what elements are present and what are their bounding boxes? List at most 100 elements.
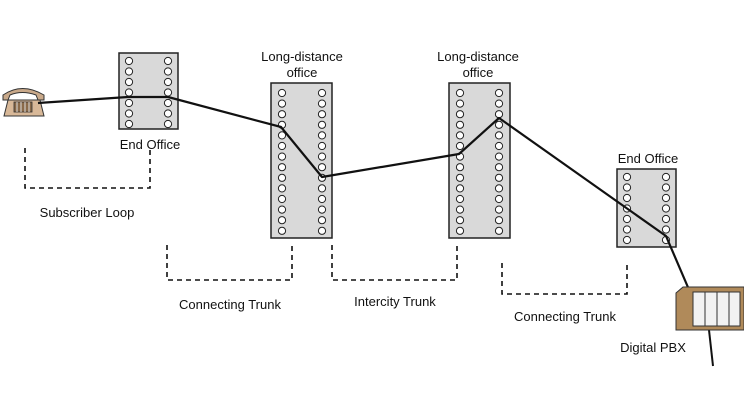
terminal-hole xyxy=(163,109,173,118)
terminal-hole xyxy=(455,120,465,129)
terminal-hole xyxy=(494,120,504,129)
terminal-hole xyxy=(163,88,173,97)
terminal-hole xyxy=(163,67,173,76)
terminal-hole xyxy=(455,163,465,172)
intercity-trunk-label: Intercity Trunk xyxy=(354,294,436,309)
terminal-hole xyxy=(277,184,287,193)
terminal-hole xyxy=(455,216,465,225)
terminal-hole xyxy=(661,214,671,224)
terminal-hole xyxy=(455,88,465,98)
terminal-hole xyxy=(277,99,287,108)
terminal-hole xyxy=(124,119,134,129)
terminal-hole xyxy=(622,214,632,224)
long-distance-2-label-line1: Long-distance xyxy=(437,49,519,64)
terminal-hole xyxy=(277,131,287,140)
terminal-hole xyxy=(455,110,465,119)
terminal-hole xyxy=(494,141,504,151)
terminal-hole xyxy=(661,193,671,203)
digital-pbx-label: Digital PBX xyxy=(620,340,686,355)
connecting-trunk-2-bracket xyxy=(501,263,628,295)
end-office-switch-1 xyxy=(118,52,179,130)
terminal-hole xyxy=(163,56,173,66)
terminal-hole xyxy=(317,194,327,204)
terminal-hole xyxy=(494,152,504,161)
connection-path xyxy=(37,95,692,293)
terminal-hole xyxy=(622,193,632,203)
terminal-hole xyxy=(317,120,327,129)
long-distance-switch-1 xyxy=(270,82,333,239)
long-distance-switch-2 xyxy=(448,82,511,239)
terminal-hole xyxy=(455,131,465,140)
terminal-hole xyxy=(317,99,327,108)
terminal-hole xyxy=(455,194,465,204)
terminal-hole xyxy=(494,184,504,193)
long-distance-2-label-line2: office xyxy=(463,65,494,80)
terminal-hole xyxy=(163,77,173,87)
terminal-hole xyxy=(622,235,632,245)
terminal-hole xyxy=(317,163,327,172)
terminal-hole xyxy=(494,163,504,172)
terminal-hole xyxy=(494,205,504,214)
pbx-cabinet-icon xyxy=(675,286,744,331)
terminal-hole xyxy=(124,77,134,87)
connecting-trunk-2-label: Connecting Trunk xyxy=(514,309,616,324)
terminal-hole xyxy=(317,88,327,98)
telephone-icon xyxy=(2,88,45,117)
terminal-hole xyxy=(494,194,504,204)
terminal-hole xyxy=(661,204,671,213)
terminal-hole xyxy=(622,172,632,182)
terminal-hole xyxy=(317,216,327,225)
terminal-hole xyxy=(124,56,134,66)
terminal-hole xyxy=(494,88,504,98)
subscriber-loop-label: Subscriber Loop xyxy=(40,205,135,220)
terminal-hole xyxy=(317,152,327,161)
terminal-hole xyxy=(317,141,327,151)
terminal-hole xyxy=(277,141,287,151)
pbx-outgoing-line xyxy=(708,329,714,367)
terminal-hole xyxy=(317,110,327,119)
end-office-1-label: End Office xyxy=(120,137,180,152)
terminal-hole xyxy=(317,226,327,235)
connecting-trunk-1-bracket xyxy=(166,245,293,281)
terminal-hole xyxy=(494,216,504,225)
long-distance-1-label-line2: office xyxy=(287,65,318,80)
terminal-hole xyxy=(494,99,504,108)
terminal-hole xyxy=(317,184,327,193)
terminal-hole xyxy=(163,98,173,108)
terminal-hole xyxy=(277,110,287,119)
terminal-hole xyxy=(661,172,671,182)
terminal-hole xyxy=(455,99,465,108)
terminal-hole xyxy=(277,205,287,214)
terminal-hole xyxy=(277,173,287,182)
long-distance-1-label-line1: Long-distance xyxy=(261,49,343,64)
terminal-hole xyxy=(455,184,465,193)
terminal-hole xyxy=(277,226,287,235)
terminal-hole xyxy=(494,173,504,182)
terminal-hole xyxy=(277,88,287,98)
terminal-hole xyxy=(277,194,287,204)
terminal-hole xyxy=(661,183,671,192)
terminal-hole xyxy=(124,98,134,108)
terminal-hole xyxy=(124,88,134,97)
terminal-hole xyxy=(455,205,465,214)
terminal-hole xyxy=(277,152,287,161)
terminal-hole xyxy=(124,109,134,118)
terminal-hole xyxy=(455,173,465,182)
terminal-hole xyxy=(277,163,287,172)
terminal-hole xyxy=(494,226,504,235)
subscriber-loop-bracket xyxy=(24,148,151,189)
end-office-2-label: End Office xyxy=(618,151,678,166)
terminal-hole xyxy=(277,216,287,225)
terminal-hole xyxy=(622,183,632,192)
end-office-switch-2 xyxy=(616,168,677,248)
terminal-hole xyxy=(661,225,671,234)
terminal-hole xyxy=(163,119,173,129)
connecting-trunk-1-label: Connecting Trunk xyxy=(179,297,281,312)
terminal-hole xyxy=(494,110,504,119)
terminal-hole xyxy=(455,226,465,235)
terminal-hole xyxy=(494,131,504,140)
terminal-hole xyxy=(455,141,465,151)
terminal-hole xyxy=(124,67,134,76)
terminal-hole xyxy=(622,225,632,234)
